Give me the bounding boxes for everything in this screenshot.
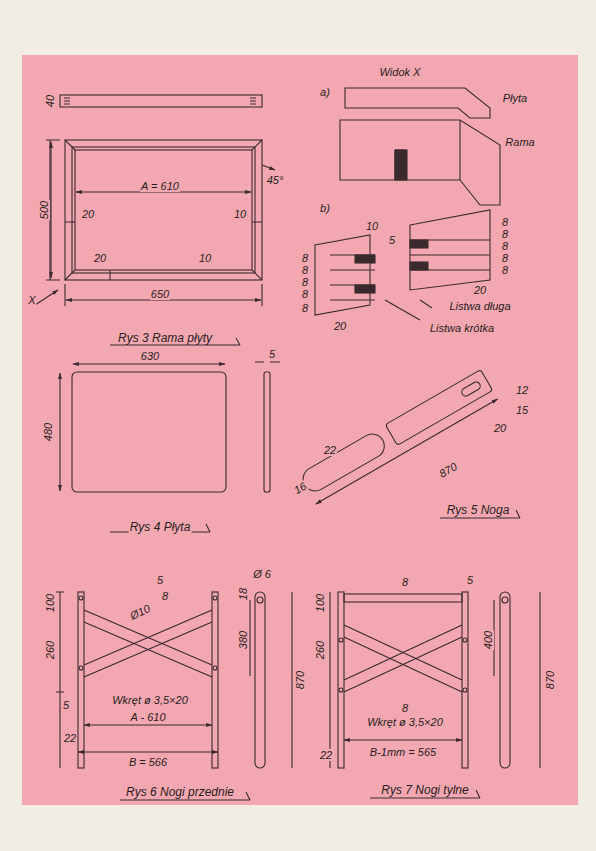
dimension-label: 650: [150, 288, 170, 300]
dimension-label: 22: [319, 749, 333, 761]
dimension-label: 400: [482, 630, 494, 650]
dimension-label: 10: [233, 208, 247, 220]
dimension-label: 8: [501, 228, 509, 240]
dimension-label: Rama: [504, 136, 535, 148]
dimension-label: 8: [301, 288, 309, 300]
dimension-label: 870: [294, 670, 306, 690]
dimension-label: Listwa długa: [448, 300, 511, 312]
lines: [35, 88, 540, 800]
dimension-label: 8: [301, 276, 309, 288]
dimension-label: 8: [501, 264, 509, 276]
dimension-label: 480: [42, 422, 54, 442]
dimension-label: Wkręt ø 3,5×20: [111, 694, 189, 706]
dimension-label: Ø 6: [252, 568, 272, 580]
dimension-label: 20: [93, 252, 107, 264]
dimension-label: 8: [301, 264, 309, 276]
dimension-label: 5: [466, 574, 474, 586]
dimension-label: 380: [237, 630, 249, 650]
dimension-label: A = 610: [140, 180, 180, 192]
figure-caption: Rys 4 Płyta: [129, 521, 192, 533]
dimension-label: 260: [44, 640, 56, 660]
dimension-label: 22: [63, 732, 77, 744]
dimension-label: 8: [301, 302, 309, 314]
dimension-label: 5: [388, 234, 396, 246]
dimension-label: 5: [156, 574, 164, 586]
dimension-label: b): [319, 202, 331, 214]
dimension-label: 8: [401, 576, 409, 588]
panel: [22, 55, 578, 805]
dimension-label: 15: [515, 404, 529, 416]
dimension-label: 20: [333, 320, 347, 332]
dimension-label: 8: [301, 252, 309, 264]
figure-caption: Rys 7 Nogi tylne: [380, 784, 469, 796]
dimension-label: 10: [198, 252, 212, 264]
dimension-label: Wkręt ø 3,5×20: [366, 716, 444, 728]
dimension-label: 22: [323, 444, 337, 456]
dimension-label: a): [319, 86, 331, 98]
figure-caption: Rys 3 Rama płyty: [117, 332, 213, 344]
dimension-label: 5: [62, 699, 70, 711]
dimension-label: 8: [501, 252, 509, 264]
dimension-label: B-1mm = 565: [369, 746, 437, 758]
dimension-label: 20: [493, 422, 507, 434]
dimension-label: 630: [140, 350, 160, 362]
dimension-label: 8: [501, 216, 509, 228]
dimension-label: 40: [44, 94, 56, 108]
dimension-label: 100: [44, 593, 56, 613]
dimension-label: B = 566: [128, 756, 168, 768]
dimension-label: 100: [314, 593, 326, 613]
dimension-label: Listwa krótka: [429, 322, 495, 334]
dimension-label: Płyta: [502, 92, 528, 104]
dimension-label: 500: [38, 200, 50, 220]
dimension-label: 20: [81, 208, 95, 220]
dimension-label: 870: [544, 670, 556, 690]
dimension-label: 260: [314, 640, 326, 660]
dimension-label: 8: [401, 702, 409, 714]
dimension-label: 20: [473, 284, 487, 296]
dimension-label: 45°: [266, 174, 285, 186]
dimension-label: 8: [161, 590, 169, 602]
dimension-label: 5: [268, 348, 276, 360]
figure-caption: Rys 6 Nogi przednie: [125, 786, 235, 798]
dimension-label: 10: [365, 220, 379, 232]
dimension-label: 18: [237, 587, 249, 601]
dimension-label: X: [27, 294, 36, 306]
dimension-label: 12: [515, 384, 529, 396]
dimension-label: 8: [501, 240, 509, 252]
dimension-label: A - 610: [129, 711, 166, 723]
figure-caption: Rys 5 Noga: [446, 504, 511, 516]
dimension-label: Widok X: [379, 66, 422, 78]
